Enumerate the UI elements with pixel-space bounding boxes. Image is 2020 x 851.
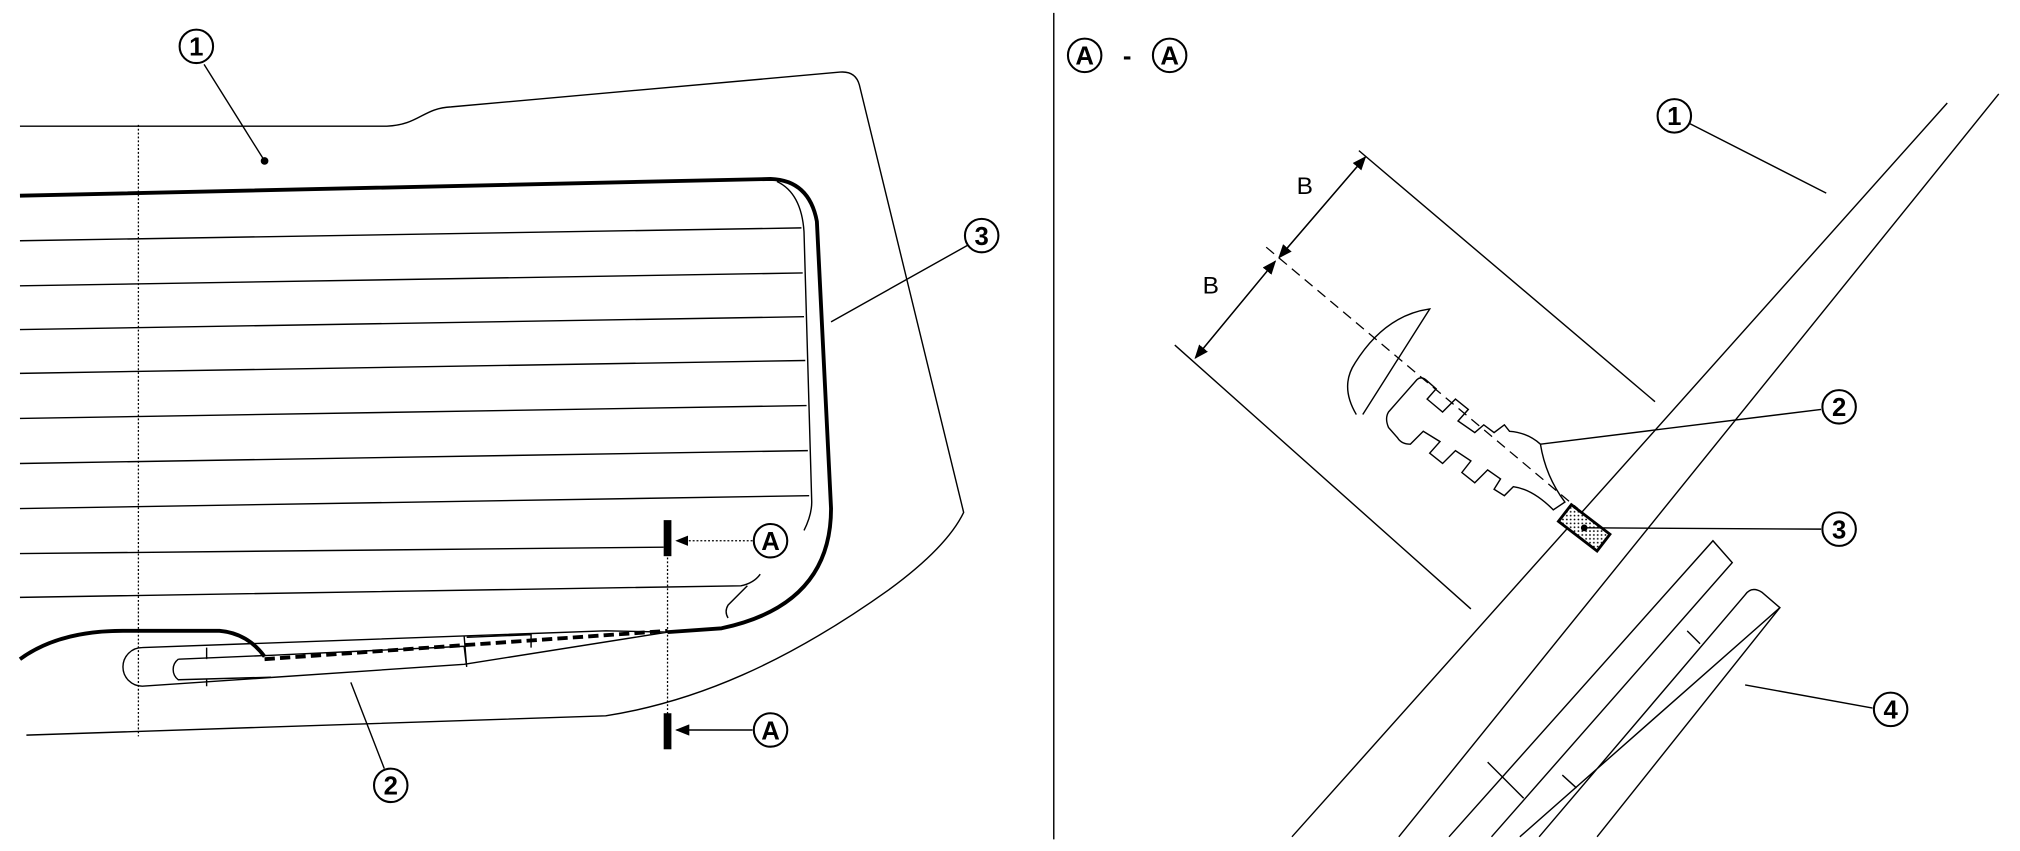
wiper-blade-dashed	[264, 628, 668, 662]
callout-1: 1	[1656, 98, 1693, 134]
section-view: A - A B B	[1066, 37, 2000, 838]
svg-text:A: A	[761, 717, 780, 745]
clip-body	[1385, 377, 1566, 511]
svg-text:A: A	[1075, 43, 1094, 71]
leader-2	[1540, 408, 1822, 445]
wiper-arm-inner	[172, 633, 532, 687]
defogger-lines	[19, 227, 810, 619]
wiper-arm-outline	[122, 630, 668, 687]
glass-back-line	[1398, 93, 2000, 838]
back-door-outline	[19, 71, 965, 736]
clip-head	[1346, 308, 1432, 415]
svg-text:B: B	[1297, 173, 1313, 200]
leader-3	[830, 243, 970, 323]
section-title: A - A	[1066, 37, 1188, 74]
svg-text:B: B	[1203, 272, 1219, 299]
leader-4	[1745, 684, 1873, 709]
callout-3: 3	[1821, 511, 1857, 547]
svg-text:2: 2	[1832, 394, 1846, 422]
leader-3-dot	[1580, 524, 1588, 532]
leader-2	[350, 682, 385, 769]
callout-1: 1	[178, 28, 215, 65]
glass-surface-line	[1291, 102, 1948, 838]
section-marker: A A	[663, 520, 789, 750]
leader-3	[1586, 527, 1822, 530]
callout-2: 2	[372, 767, 409, 804]
overall-view: 1 2 3 A A	[18, 28, 1000, 804]
clip-boundary-upper	[1358, 150, 1656, 403]
clip-boundary-lower	[1174, 344, 1472, 610]
svg-text:2: 2	[384, 773, 398, 801]
leader-1	[1689, 122, 1827, 194]
svg-text:4: 4	[1883, 697, 1898, 725]
wiper-arm-curve	[18, 628, 267, 661]
svg-text:-: -	[1123, 43, 1132, 71]
svg-text:3: 3	[1832, 516, 1846, 544]
trim-member	[1448, 539, 1781, 838]
glass-inner-edge	[776, 180, 813, 531]
glass-edge-thick	[19, 177, 833, 635]
svg-text:A: A	[1160, 43, 1179, 71]
callout-3: 3	[963, 217, 1000, 254]
svg-text:3: 3	[975, 223, 989, 251]
svg-text:1: 1	[189, 34, 203, 62]
leader-1	[203, 63, 266, 162]
svg-text:A: A	[761, 528, 780, 556]
callout-2: 2	[1821, 389, 1857, 425]
svg-text:1: 1	[1667, 103, 1681, 131]
leader-1-dot	[260, 157, 269, 165]
callout-4: 4	[1872, 691, 1909, 728]
dimension-b: B B	[1194, 155, 1367, 360]
